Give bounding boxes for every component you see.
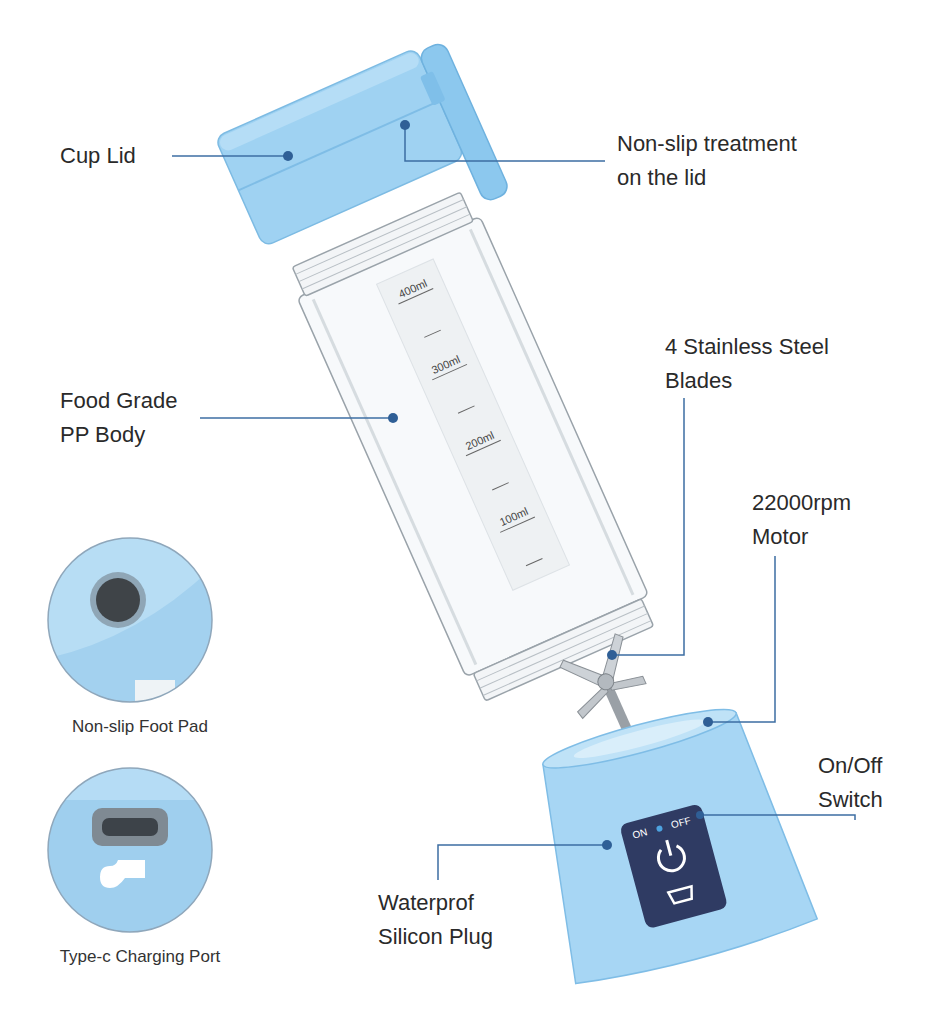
foot-pad-inset [40,530,220,710]
part-label: On/Off Switch [818,749,918,817]
inset-caption: Type-c Charging Port [20,946,260,968]
charging-port-inset [40,760,220,940]
scale-mark: 400ml [397,278,429,300]
inset-caption: Non-slip Foot Pad [20,716,260,738]
part-label: Non-slip treatment on the lid [617,127,812,195]
switch-label: OFF [670,816,692,831]
part-label: 4 Stainless Steel Blades [665,330,865,398]
switch-label: ON [632,827,649,841]
scale-mark: 300ml [430,354,462,376]
scale-mark: 200ml [464,430,496,452]
part-label: Food Grade PP Body [60,384,190,452]
motor-base [515,693,819,991]
part-label: 22000rpm Motor [752,486,872,554]
scale-mark: 100ml [498,506,530,528]
part-label: Cup Lid [60,139,136,173]
leader-dots [283,120,713,850]
part-label: Waterprof Silicon Plug [378,886,508,954]
